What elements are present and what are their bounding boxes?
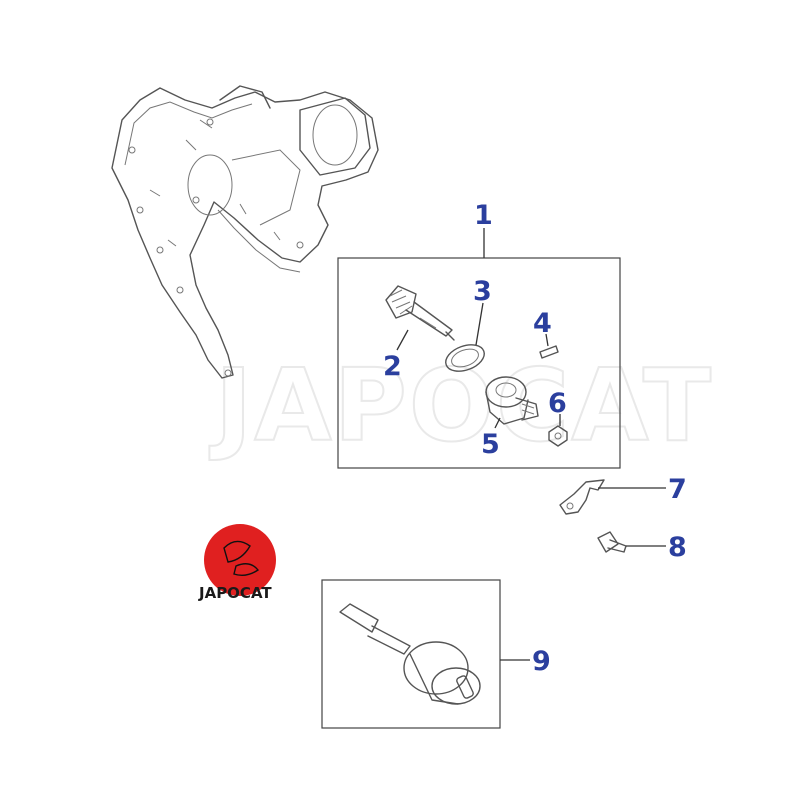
japocat-logo: JAPOCAT (198, 524, 276, 602)
assembly-frame-9 (321, 579, 501, 729)
logo-circle-icon (204, 524, 276, 596)
leader-5 (494, 417, 501, 429)
callout-8: 8 (668, 532, 687, 563)
leader-2 (396, 329, 409, 351)
nut (548, 425, 568, 447)
transmission-housing (111, 85, 379, 379)
assembly-frame-1 (337, 257, 621, 469)
pin (539, 345, 559, 359)
bracket (559, 479, 605, 515)
callout-9: 9 (532, 646, 551, 677)
callout-7: 7 (668, 474, 687, 505)
shaft-sleeve (485, 376, 539, 425)
logo-text: JAPOCAT (198, 584, 272, 602)
callout-6: 6 (548, 388, 567, 419)
driven-gear-shaft (385, 285, 455, 341)
logo-cat-icon (223, 540, 260, 577)
bolt (597, 531, 627, 553)
watermark-text: JAPOCAT (209, 347, 713, 464)
o-ring (445, 344, 485, 372)
callout-2: 2 (383, 351, 402, 382)
callout-3: 3 (473, 276, 492, 307)
leader-4 (545, 333, 549, 347)
callout-1: 1 (474, 200, 493, 231)
callout-5: 5 (481, 429, 500, 460)
speedometer-sensor (339, 603, 481, 705)
leader-3 (475, 302, 484, 346)
callout-4: 4 (533, 308, 552, 339)
